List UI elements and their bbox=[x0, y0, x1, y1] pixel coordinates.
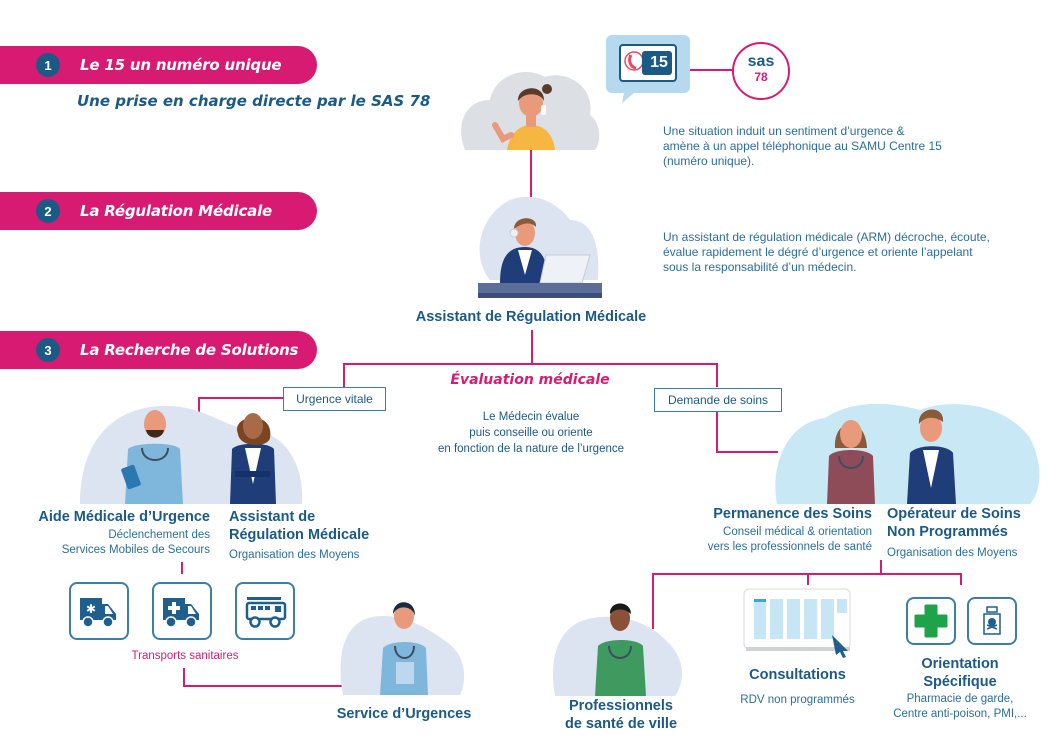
arm-illustration bbox=[470, 195, 610, 300]
orientation-subtitle-line: Pharmacie de garde, bbox=[906, 693, 1014, 705]
step-title: Le 15 un numéro unique bbox=[80, 56, 282, 74]
osnp-title-line: Non Programmés bbox=[887, 524, 1008, 540]
connector-urgence-left-h bbox=[198, 397, 284, 399]
connector-transport-to-service bbox=[183, 685, 343, 687]
connector-evaluation-horizontal bbox=[343, 363, 718, 365]
phone-number: 15 bbox=[650, 54, 668, 71]
transports-label: Transports sanitaires bbox=[131, 650, 239, 662]
amu-subtitle-line: Déclenchement des bbox=[108, 529, 210, 541]
amu-subtitle: Déclenchement des Services Mobiles de Se… bbox=[22, 528, 210, 558]
osnp-title-line: Opérateur de Soins bbox=[887, 506, 1021, 522]
amu-subtitle-line: Services Mobiles de Secours bbox=[61, 544, 210, 556]
description-line: sous la responsabilité d’un médecin. bbox=[663, 260, 857, 274]
svg-text:✱: ✱ bbox=[86, 602, 96, 616]
consultations-title: Consultations bbox=[749, 667, 846, 683]
amu-title: Aide Médicale d’Urgence bbox=[38, 509, 210, 525]
step-1-subtitle: Une prise en charge directe par le SAS 7… bbox=[77, 92, 431, 110]
situation-description: Une situation induit un sentiment d’urge… bbox=[663, 124, 1023, 169]
service-urgences-illustration bbox=[338, 598, 468, 695]
permanence-subtitle-line: vers les professionnels de santé bbox=[707, 541, 872, 553]
description-line: (numéro unique). bbox=[663, 154, 755, 168]
orientation-subtitle-line: Centre anti-poison, PMI,... bbox=[893, 708, 1027, 720]
permanence-subtitle-line: Conseil médical & orientation bbox=[723, 526, 872, 538]
connector-care-down bbox=[880, 560, 882, 574]
consultations-subtitle: RDV non programmés bbox=[740, 694, 855, 706]
connector-to-urgence-vitale bbox=[343, 363, 345, 387]
description-line: Un assistant de régulation médicale (ARM… bbox=[663, 230, 990, 244]
orientation-title-line: Spécifique bbox=[923, 674, 997, 690]
professionnels-illustration bbox=[553, 598, 688, 696]
pharmacy-cross-icon bbox=[906, 597, 956, 645]
evaluation-title: Évaluation médicale bbox=[450, 372, 610, 388]
caller-illustration bbox=[455, 55, 605, 150]
connector-arm-to-evaluation bbox=[531, 330, 533, 364]
branch-urgence-vitale: Urgence vitale bbox=[283, 387, 386, 411]
step-number-badge: 2 bbox=[36, 199, 60, 223]
evaluation-text: Le Médecin évalue puis conseille ou orie… bbox=[400, 409, 662, 457]
step-banner-3: 3 La Recherche de Solutions bbox=[0, 331, 317, 369]
step-title: La Recherche de Solutions bbox=[80, 341, 299, 359]
phone-15-bubble: 15 bbox=[606, 35, 690, 103]
care-team-illustration bbox=[775, 398, 1040, 504]
orientation-title: Orientation Spécifique bbox=[880, 655, 1040, 691]
connector-to-demande-soins bbox=[716, 363, 718, 387]
branch-demande-de-soins: Demande de soins bbox=[654, 388, 782, 412]
connector-demande-down bbox=[716, 410, 718, 452]
sas-logo-text: sas bbox=[747, 53, 775, 70]
connector-15-to-sas bbox=[690, 69, 732, 71]
connector-caller-to-arm bbox=[530, 150, 532, 198]
orientation-subtitle: Pharmacie de garde, Centre anti-poison, … bbox=[870, 692, 1050, 722]
step-title: La Régulation Médicale bbox=[80, 202, 272, 220]
arm-urgent-title-line: Régulation Médicale bbox=[229, 527, 370, 543]
professionnels-label: Professionnels de santé de ville bbox=[553, 697, 689, 733]
connector-care-to-orientation bbox=[960, 573, 962, 585]
professionnels-label-line: de santé de ville bbox=[564, 716, 678, 732]
professionnels-label-line: Professionnels bbox=[569, 698, 673, 714]
evaluation-text-line: Le Médecin évalue bbox=[482, 411, 580, 423]
regulation-description: Un assistant de régulation médicale (ARM… bbox=[663, 230, 1043, 275]
step-number-badge: 1 bbox=[36, 53, 60, 77]
description-line: Une situation induit un sentiment d’urge… bbox=[663, 124, 905, 138]
arm-role-label: Assistant de Régulation Médicale bbox=[415, 309, 647, 325]
description-line: évalue rapidement le dégré d’urgence et … bbox=[663, 245, 973, 259]
sas-78-logo: sas 78 bbox=[732, 42, 790, 100]
description-line: amène à un appel téléphonique au SAMU Ce… bbox=[663, 139, 942, 153]
calendar-screen-icon bbox=[740, 585, 865, 660]
step-banner-1: 1 Le 15 un numéro unique bbox=[0, 46, 317, 84]
connector-demande-right bbox=[716, 451, 778, 453]
osnp-subtitle: Organisation des Moyens bbox=[887, 547, 1018, 559]
arm-urgent-subtitle: Organisation des Moyens bbox=[229, 549, 360, 561]
connector-care-to-consult bbox=[807, 573, 809, 585]
urgence-team-illustration bbox=[80, 404, 305, 504]
ambulance-star-of-life-icon: ✱ bbox=[69, 582, 129, 640]
fire-truck-icon bbox=[235, 582, 295, 640]
connector-amu-to-transport bbox=[181, 562, 183, 574]
step-banner-2: 2 La Régulation Médicale bbox=[0, 192, 317, 230]
orientation-title-line: Orientation bbox=[921, 656, 999, 672]
permanence-title: Permanence des Soins bbox=[713, 506, 872, 522]
service-urgences-label: Service d’Urgences bbox=[336, 706, 472, 722]
evaluation-text-line: puis conseille ou oriente bbox=[469, 427, 593, 439]
evaluation-text-line: en fonction de la nature de l’urgence bbox=[437, 443, 625, 455]
sas-logo-number: 78 bbox=[754, 70, 768, 84]
connector-transport-down bbox=[183, 668, 185, 686]
poison-bottle-icon bbox=[967, 597, 1017, 645]
arm-urgent-title-line: Assistant de bbox=[229, 509, 316, 525]
step-number-badge: 3 bbox=[36, 338, 60, 362]
osnp-title: Opérateur de Soins Non Programmés bbox=[887, 505, 1053, 541]
permanence-subtitle: Conseil médical & orientation vers les p… bbox=[680, 525, 872, 555]
arm-urgent-title: Assistant de Régulation Médicale bbox=[229, 508, 399, 544]
ambulance-cross-icon bbox=[152, 582, 212, 640]
connector-care-to-pro bbox=[652, 573, 654, 629]
connector-urgence-left-v bbox=[198, 397, 200, 415]
